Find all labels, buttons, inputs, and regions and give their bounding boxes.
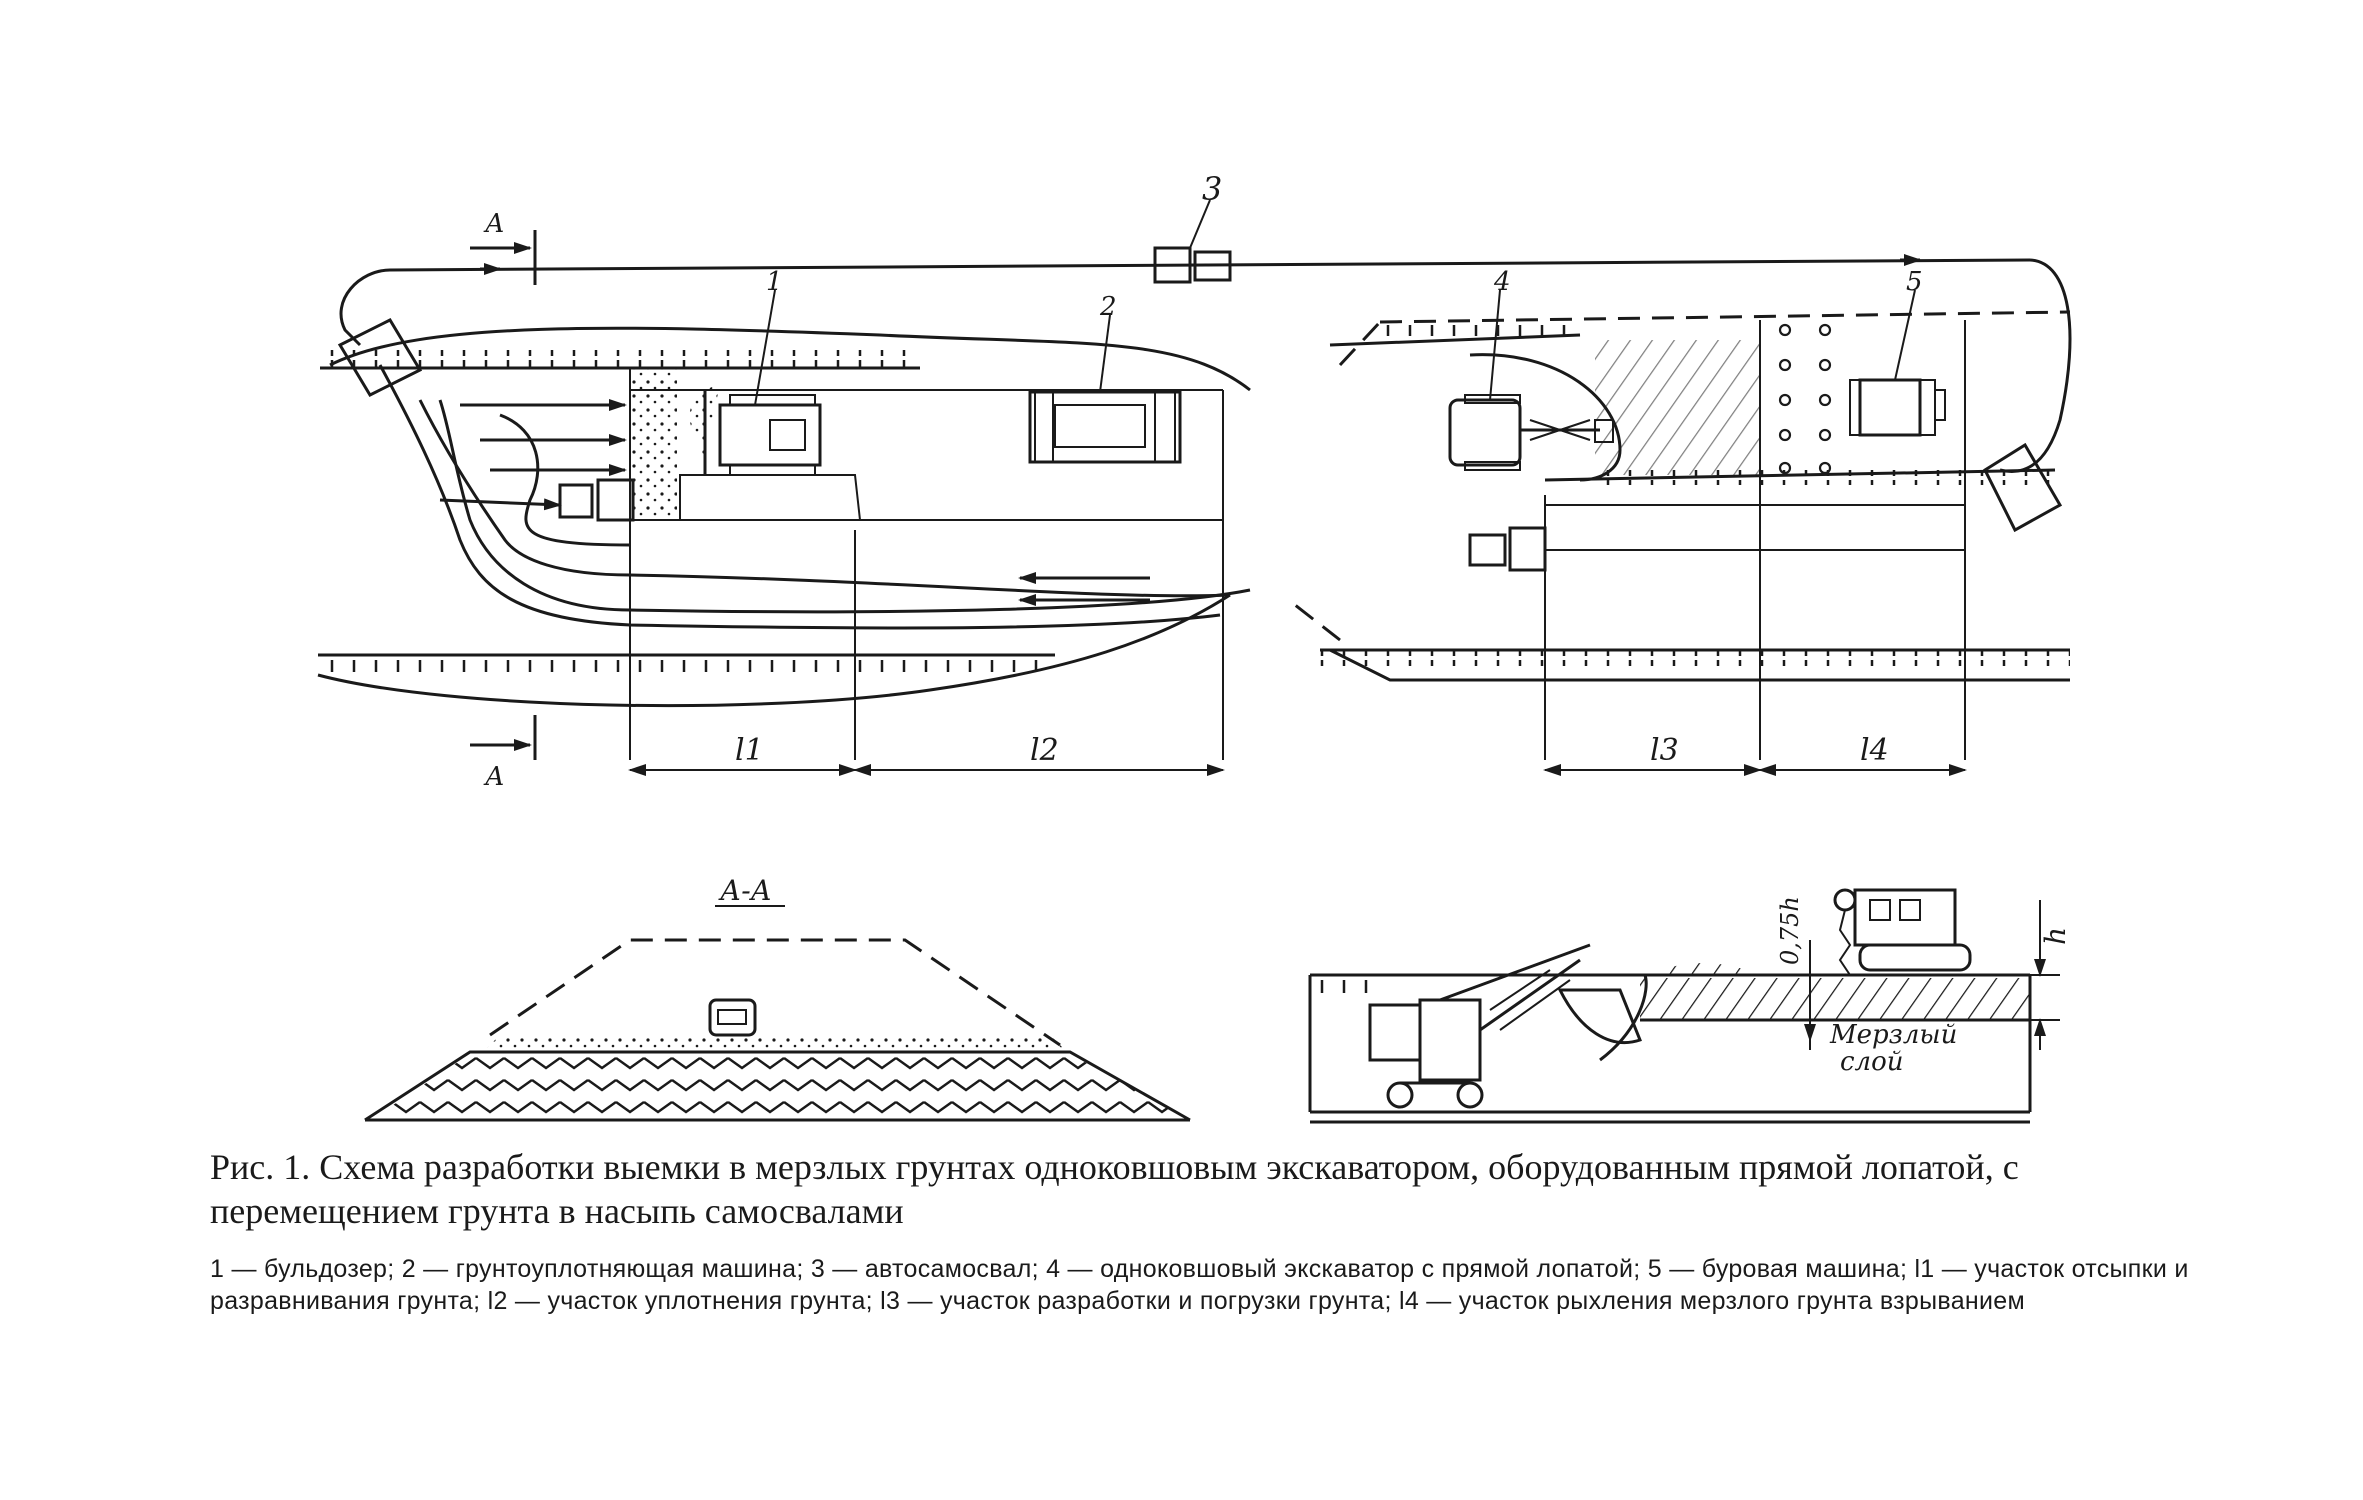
drill-rig-icon: [1833, 888, 1972, 976]
figure-caption-legend: 1 — бульдозер; 2 — грунтоуплотняющая маш…: [210, 1255, 2189, 1315]
embankment-body-outline: [364, 1050, 1191, 1122]
embankment-top-slope: [329, 326, 1251, 392]
cut-top-dashed: [1379, 310, 2071, 324]
marker-2: 2: [1099, 292, 1117, 322]
marker-1: 1: [766, 267, 783, 297]
h-label: h: [2039, 927, 2072, 945]
embankment-bottom-ticks: [318, 655, 1055, 672]
ground-ticks: [1310, 978, 1380, 993]
section-mark-top-label: А: [483, 209, 505, 239]
drill-holes: [1778, 323, 1832, 475]
marker-5: 5: [1906, 267, 1923, 297]
cut-bottom-left-dashed: [1294, 603, 1341, 642]
excavation-section: 0,75h h Мерзлый слой: [1308, 888, 2072, 1124]
embankment-top-ticks: [320, 350, 920, 367]
cut-bottom-ticks: [1320, 650, 2070, 666]
section-aa-title: А-А: [718, 874, 772, 907]
spread-layer: [485, 1035, 1065, 1050]
dump-truck-ramp-right-icon: [1983, 442, 2063, 533]
haul-route-outer: [438, 399, 1251, 614]
embankment-layers: [375, 1054, 1185, 1117]
fill-spread-zone: [679, 474, 862, 521]
section-mark-bottom-label: А: [483, 762, 505, 792]
leader-1: [754, 289, 776, 406]
frozen-layer: [1640, 978, 2030, 1020]
haul-route-mid: [418, 399, 1231, 598]
marker-3: 3: [1202, 170, 1222, 208]
section-aa: А-А: [364, 874, 1191, 1122]
dim-l1: l1: [735, 733, 764, 768]
embankment-design-outline: [489, 938, 1061, 1047]
haul-route-return: [378, 364, 1221, 630]
leader-5: [1894, 289, 1916, 381]
dump-truck-top-icon: [1153, 246, 1232, 284]
blasted-rock: [1650, 962, 1760, 975]
dump-truck-fill-icon: [558, 478, 635, 522]
dim-l4: l4: [1860, 733, 1889, 768]
embankment-bottom-slope: [317, 593, 1231, 708]
plan-view: А А 1 2 3: [317, 170, 2072, 792]
loosened-rock-zone: [1595, 340, 1760, 475]
fill-zone: [632, 368, 677, 520]
frozen-label-2: слой: [1840, 1047, 1904, 1077]
drilling-machine-icon: [1849, 378, 1946, 437]
dim-l2: l2: [1030, 733, 1059, 768]
frozen-label-1: Мерзлый: [1829, 1020, 1957, 1050]
cut-top-ticks: [1370, 325, 1580, 340]
compactor-icon: [1028, 390, 1182, 464]
depth-label: 0,75h: [1776, 896, 1804, 965]
bulldozer-icon: [703, 390, 822, 476]
figure-caption-title: Рис. 1. Схема разработки выемки в мерзлы…: [210, 1147, 2019, 1231]
excavator-icon: [1448, 394, 1614, 471]
marker-4: 4: [1493, 267, 1511, 297]
leader-2: [1099, 314, 1111, 393]
haul-right-curve: [1999, 258, 2072, 474]
leader-4: [1489, 289, 1501, 401]
dim-l3: l3: [1650, 733, 1679, 768]
excavator-side-icon: [1368, 943, 1642, 1109]
arrow-fill-4: [439, 498, 562, 511]
haul-route-inner: [499, 413, 631, 547]
haul-top-line: [389, 258, 2031, 272]
compactor-front-icon: [708, 998, 757, 1037]
haul-top-left-curve: [339, 268, 391, 347]
dump-truck-load-icon: [1468, 526, 1547, 572]
leader-3: [1189, 199, 1211, 249]
face-profile: [1599, 974, 1648, 1062]
cut-bottom-outline: [1329, 648, 2070, 682]
dump-truck-ramp-left-icon: [337, 318, 423, 397]
